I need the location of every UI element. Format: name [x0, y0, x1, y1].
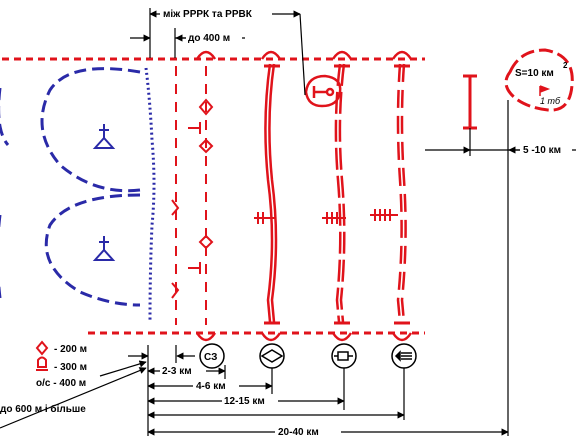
area-blob: S=10 км 2 1 тб [504, 48, 574, 112]
hash-marks [254, 209, 398, 224]
label-12-15-km: 12-15 км [224, 396, 265, 407]
enemy-arc-upper [40, 67, 141, 193]
sz-circle: СЗ [199, 343, 225, 369]
legend-item-300: - 300 м [54, 362, 87, 373]
boundary-bumps [195, 50, 413, 342]
column-caps [264, 64, 410, 325]
arrow-circle-icon [391, 343, 417, 369]
cross-icon [92, 236, 116, 261]
command-post-icon [304, 74, 342, 108]
bottom-symbols: СЗ [199, 343, 417, 369]
label-4-6-km: 4-6 км [196, 381, 226, 392]
diamond-icon [198, 98, 214, 250]
legend: - 200 м - 300 м о/с - 400 м до 600 м і б… [0, 340, 87, 415]
boundary-lines [2, 57, 425, 335]
forward-posts [171, 66, 207, 325]
enemy-front-line [144, 67, 156, 321]
zigzag-mark [171, 282, 180, 299]
area-unit: 1 тб [540, 96, 561, 106]
flag-icon [539, 85, 551, 96]
area-superscript: 2 [563, 61, 568, 70]
area-label: S=10 км [515, 68, 554, 79]
post-icon [36, 356, 48, 371]
label-20-40-km: 20-40 км [278, 427, 319, 438]
enemy-arc-lower [44, 193, 141, 307]
sz-label: СЗ [204, 352, 217, 363]
zigzag-mark [171, 199, 180, 216]
label-2-3-km: 2-3 км [162, 366, 192, 377]
label-up-to-400: до 400 м [188, 33, 230, 44]
enemy-arc-left-1 [0, 88, 10, 146]
square-circle-icon [331, 343, 357, 369]
diamond-icon [35, 340, 49, 356]
reserve-post-icon [463, 74, 477, 130]
label-up-to-600: до 600 м і більше [0, 403, 86, 415]
label-between-rrrk-rrvk: між РРРК та РРВК [163, 9, 253, 20]
cross-icon [92, 124, 116, 149]
post-icon [188, 122, 201, 274]
label-5-10-km: 5 -10 км [523, 145, 561, 156]
diamond-circle-icon [259, 343, 285, 369]
enemy-positions [0, 67, 141, 307]
legend-item-200: - 200 м [54, 344, 87, 355]
legend-item-400: о/с - 400 м [36, 378, 86, 389]
enemy-front-lines [144, 67, 156, 321]
